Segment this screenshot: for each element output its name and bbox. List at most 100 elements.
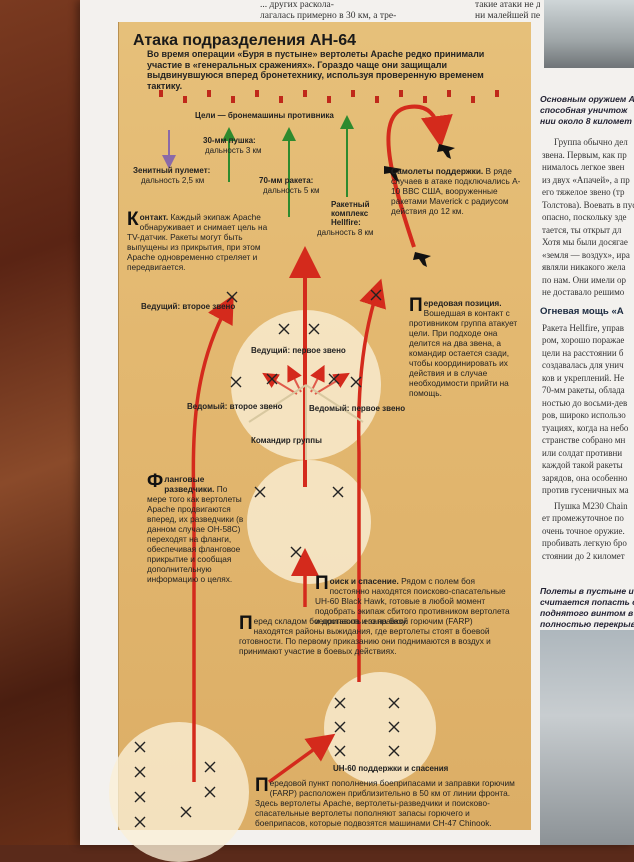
caption-line-1: Основным оружием А xyxy=(540,94,634,104)
lead-second-label: Ведущий: второе звено xyxy=(141,302,236,311)
body2-line-7: ностью до восьми-дев xyxy=(542,398,628,408)
body2-line-4: создавалась для унич xyxy=(542,360,624,370)
a10-block: Самолеты поддержки. В ряде случаев в ата… xyxy=(391,166,521,216)
diagram-overlay xyxy=(134,90,499,828)
body-line-2: звена. Первым, как пр xyxy=(542,150,627,160)
targets-label: Цели — бронемашины противника xyxy=(195,111,334,120)
contact-head: онтакт. xyxy=(139,212,169,222)
enemy-vehicles-line xyxy=(159,90,499,103)
bottom-photo xyxy=(540,630,634,845)
aa-range: дальность 2,5 км xyxy=(141,176,205,185)
body2-line-5: ков и укреплений. Не xyxy=(542,373,625,383)
top-text-strip: ... других раскола- лагалась примерно в … xyxy=(100,0,613,22)
fwd-initial: П xyxy=(255,775,269,796)
body-line-5: его тяжелое звено (тр xyxy=(542,187,625,197)
helicopter-icons xyxy=(134,289,400,828)
body-line-10: «земля — воздух», ира xyxy=(542,250,630,260)
body2-line-11: или солдат противни xyxy=(542,448,623,458)
caption2-line-2: считается попасть с xyxy=(540,597,634,607)
sar-head: оиск и спасение. xyxy=(329,576,399,586)
commander-label: Командир группы xyxy=(251,436,322,445)
a10-head: Самолеты поддержки. xyxy=(391,166,484,176)
body-line-4: из двух «Апачей», а пр xyxy=(542,175,630,185)
body2-line-15: Пушка M230 Chain xyxy=(554,501,628,511)
farp-body: еред складом боеприпасов и заправкой гор… xyxy=(239,616,491,656)
body2-line-12: каждой такой ракеты xyxy=(542,460,623,470)
flank-body: По мере того как вертолеты Apache продви… xyxy=(147,484,244,584)
gun30-range: дальность 3 км xyxy=(205,146,262,155)
front-body: Вошедшая в контакт с противником группа … xyxy=(409,308,518,398)
uh60-arrow xyxy=(267,733,336,784)
body-line-7: опасно, поскольку зде xyxy=(542,212,627,222)
body-line-12: по нам. Они имели ор xyxy=(542,275,627,285)
body2-line-19: стоянии до 2 километ xyxy=(542,551,625,561)
infographic-panel: Атака подразделения АН-64 Во время опера… xyxy=(109,22,531,862)
lead-first-label: Ведущий: первое звено xyxy=(251,346,346,355)
body2-line-9: туациях, когда на небо xyxy=(542,423,629,433)
body-line-6: Толстова). Воевать в пус xyxy=(542,200,634,210)
body2-line-13: зарядов, она особенно xyxy=(542,473,628,483)
front-initial: П xyxy=(409,295,423,316)
hellfire-label-1: Ракетный xyxy=(331,200,370,209)
body2-line-3: цели на расстоянии б xyxy=(542,348,624,358)
wing-second-label: Ведомый: второе звено xyxy=(187,402,283,411)
farp-initial: П xyxy=(239,613,253,634)
right-article-column: Основным оружием А способная уничтож нии… xyxy=(540,0,634,845)
body2-line-16: ет промежуточное по xyxy=(542,513,624,523)
body-line-13: не доставало решимо xyxy=(542,287,625,297)
body2-line-8: ров, широко использо xyxy=(542,410,626,420)
hellfire-label-2: комплекс xyxy=(331,209,369,218)
body2-line-6: 70-мм ракеты, облада xyxy=(542,385,625,395)
a10-aircraft-icons xyxy=(384,144,455,267)
body2-line-2: ром, хорошо поражае xyxy=(542,335,625,345)
right-flank-arrow xyxy=(356,278,386,682)
sar-body: Рядом с полем боя постоянно находятся по… xyxy=(315,576,510,626)
a10-body: В ряде случаев в атаке подключались A-10… xyxy=(391,166,521,216)
caption2-line-4: полностью перекрыв xyxy=(540,619,634,629)
section-heading: Огневая мощь «А xyxy=(540,306,624,317)
hellfire-range: дальность 8 км xyxy=(317,228,374,237)
caption-line-3: нии около 8 километ xyxy=(540,116,632,126)
body-line-9: Хотя мы были досягае xyxy=(542,237,628,247)
contact-body: Каждый экипаж Apache обнаруживает и сним… xyxy=(127,212,268,272)
body2-line-14: против гусеничных ма xyxy=(542,485,629,495)
body-line-8: тается, ты открыт дл xyxy=(542,225,622,235)
caption-line-2: способная уничтож xyxy=(540,105,628,115)
left-flank-arrow xyxy=(191,294,234,782)
gun30-label: 30-мм пушка: xyxy=(203,136,256,145)
rocket70-label: 70-мм ракета: xyxy=(259,176,314,185)
wing-first-label: Ведомый: первое звено xyxy=(309,404,406,413)
flank-head: ланговые разведчики. xyxy=(164,474,215,494)
body2-line-18: пробивать легкую бро xyxy=(542,538,627,548)
body2-line-10: странстве собрано мн xyxy=(542,435,626,445)
a10-arrow xyxy=(386,104,453,248)
top-left-text: ... других раскола- лагалась примерно в … xyxy=(260,0,397,21)
caption2-line-1: Полеты в пустыне и xyxy=(540,586,634,596)
contact-initial: К xyxy=(127,209,139,230)
panel-intro: Во время операции «Буря в пустыне» верто… xyxy=(147,49,485,91)
hellfire-label-3: Hellfire: xyxy=(331,218,361,227)
waiting-zone-circle xyxy=(324,672,436,784)
body-line-3: нималось легкое звен xyxy=(542,162,625,172)
caption2-line-3: поднятого винтом в xyxy=(540,608,634,618)
top-photo xyxy=(544,0,634,68)
front-head: ередовая позиция. xyxy=(423,298,502,308)
body-line-11: являли никакого жела xyxy=(542,262,626,272)
body2-line-17: очень точное оружие. xyxy=(542,526,625,536)
circle-dividers xyxy=(248,384,364,460)
sar-initial: П xyxy=(315,573,329,594)
body2-line-1: Ракета Hellfire, управ xyxy=(542,323,624,333)
panel-title: Атака подразделения АН-64 xyxy=(133,32,357,49)
flank-initial: Ф xyxy=(147,471,164,492)
farp-zone-circle xyxy=(109,722,249,862)
aa-label: Зенитный пулемет: xyxy=(133,166,211,175)
rocket70-range: дальность 5 км xyxy=(263,186,320,195)
uh60-label: UH-60 поддержки и спасения xyxy=(333,764,449,773)
body-line-1: Группа обычно дел xyxy=(554,137,628,147)
